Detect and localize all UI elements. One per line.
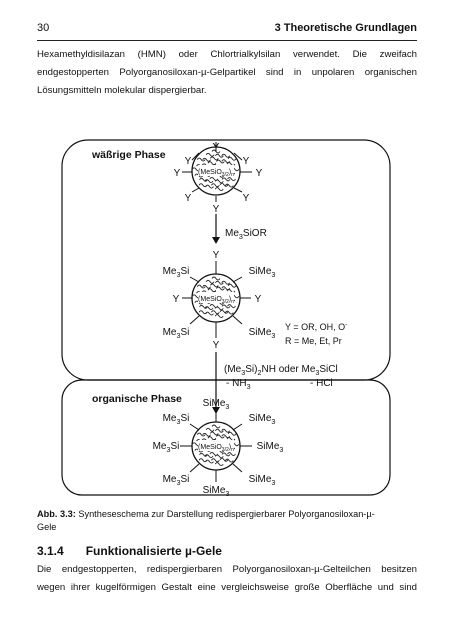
intro-line: Hexamethyldisilazan (HMN) oder Chlortria…: [37, 49, 417, 60]
y-substituent: Y: [185, 193, 192, 204]
header-rule: [37, 40, 417, 41]
bond-line: [232, 463, 243, 473]
y-substituent: Y: [256, 168, 263, 179]
core-label: (MeSiO3/2​)n​: [198, 444, 234, 453]
page-number: 30: [37, 22, 50, 34]
intro-line: Lösungsmitteln molekular dispergierbar.: [37, 85, 207, 96]
section-number: 3.1.4: [37, 544, 64, 558]
y-substituent: Y: [243, 156, 250, 167]
substituent-label: SiMe3​: [249, 413, 276, 426]
y-substituent: Y: [213, 204, 220, 215]
substituent-label: Me3​Si: [153, 441, 180, 454]
bond-line: [189, 463, 200, 473]
reagent-step-1: Me3​SiOR: [225, 228, 267, 241]
outro-line: wegen ihrer kugelförmigen Gestalt eine v…: [37, 582, 417, 593]
organic-phase-frame: [61, 379, 391, 496]
substituent-label: Y: [213, 250, 220, 261]
byproduct-hcl: - HCl: [310, 378, 333, 389]
substituent-label: SiMe3​: [249, 327, 276, 340]
core-label-bg: [198, 165, 234, 176]
core-label: (MeSiO3/2​)n​: [198, 169, 234, 178]
bond-line: [191, 187, 200, 193]
bond-line: [232, 315, 243, 325]
organic-phase-label: organische Phase: [92, 393, 182, 405]
caption-text-2: Gele: [37, 522, 57, 532]
outro-paragraph: Die endgestopperten, redispergierbaren P…: [37, 561, 417, 597]
bond-line: [233, 187, 243, 193]
byproduct-nh3: - NH3​: [226, 378, 251, 391]
figure-caption: Abb. 3.3: Syntheseschema zur Darstellung…: [37, 508, 417, 534]
substituent-label: Y: [173, 294, 180, 305]
bond-line: [191, 152, 200, 161]
substituent-label: SiMe3​: [249, 474, 276, 487]
substituent-label: Y: [213, 340, 220, 351]
y-substituent: Y: [243, 193, 250, 204]
substituent-label: SiMe3​: [257, 441, 284, 454]
section-heading: 3.1.4 Funktionalisierte µ-Gele: [37, 544, 222, 558]
section-title: Funktionalisierte µ-Gele: [85, 544, 222, 558]
arrowhead-1: [212, 237, 220, 244]
running-header: 3 Theoretische Grundlagen: [274, 22, 417, 34]
aqueous-phase-label: wäßrige Phase: [91, 149, 166, 161]
bond-line: [232, 276, 243, 283]
substituent-label: SiMe3​: [203, 485, 230, 498]
intro-paragraph: Hexamethyldisilazan (HMN) oder Chlortria…: [37, 46, 417, 100]
substituent-label: Me3​Si: [163, 266, 190, 279]
substituent-label: Me3​Si: [163, 413, 190, 426]
caption-label: Abb. 3.3:: [37, 509, 76, 519]
core-label-bg: [198, 440, 234, 451]
bond-line: [189, 276, 200, 283]
bond-line: [189, 423, 200, 431]
legend-y: Y = OR, OH, O-​: [285, 321, 347, 332]
intro-line: endgestopperten Polyorganosiloxan-µ-Gelp…: [37, 67, 417, 78]
reagent-step-2: (Me3​Si)2​NH oder Me3​SiCl: [224, 364, 338, 377]
substituent-label: SiMe3​: [203, 398, 230, 411]
substituent-label: Me3​Si: [163, 474, 190, 487]
caption-text: Syntheseschema zur Darstellung redisperg…: [75, 509, 375, 519]
substituent-label: Y: [255, 294, 262, 305]
y-substituent: Y: [185, 156, 192, 167]
bond-line: [232, 423, 243, 431]
y-substituent: Y: [174, 168, 181, 179]
substituent-label: SiMe3​: [249, 266, 276, 279]
substituent-label: Me3​Si: [163, 327, 190, 340]
outro-line: Die endgestopperten, redispergierbaren P…: [37, 564, 417, 575]
core-label-bg: [198, 292, 234, 303]
bond-line: [189, 315, 200, 325]
bond-line: [233, 152, 243, 161]
y-substituent: Y: [213, 142, 220, 153]
legend-r: R = Me, Et, Pr: [285, 336, 342, 346]
core-label: (MeSiO3/2​)n​: [198, 296, 234, 305]
